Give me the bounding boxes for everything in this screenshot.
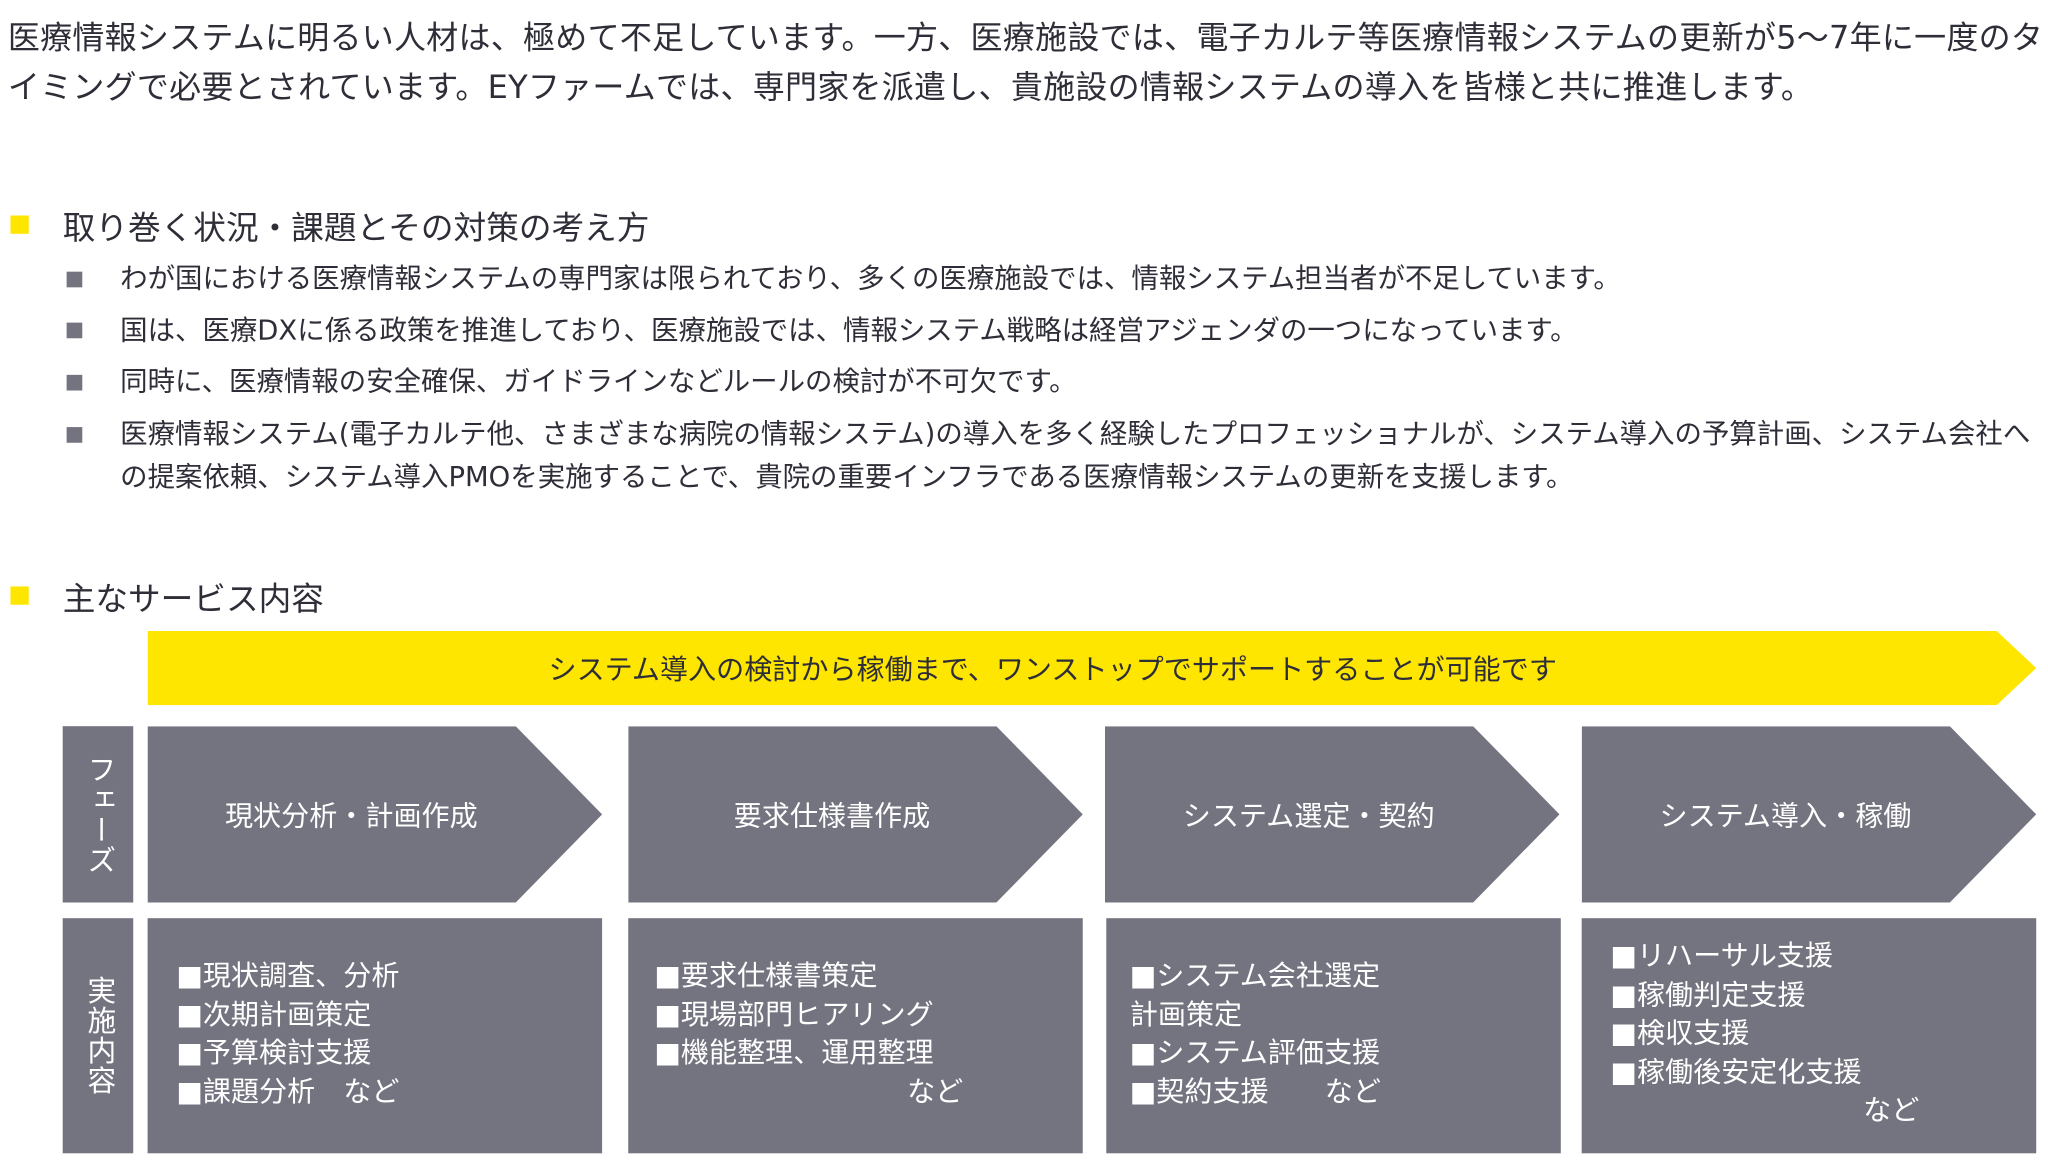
content-item: ■契約支援 など	[1129, 1075, 1381, 1109]
phase-title: 要求仕様書作成	[733, 800, 931, 834]
one-stop-banner-arrow: システム導入の検討から稼働まで、ワンストップでサポートすることが可能です	[147, 630, 2037, 706]
content-item: ■システム評価支援	[1129, 1037, 1381, 1070]
bullet-square-icon	[66, 322, 83, 339]
bullet-square-icon	[66, 427, 83, 443]
content-item: ■予算検討支援	[176, 1037, 372, 1070]
bullet-item: 医療情報システム(電子カルテ他、さまざまな病院の情報システム)の導入を多く経験し…	[120, 417, 2031, 493]
phase-row-label: フェーズ	[62, 726, 134, 903]
phase-chevron-2: 要求仕様書作成	[628, 726, 1083, 903]
content-box-2: ■要求仕様書策定 ■現場部門ヒアリング ■機能整理、運用整理 など	[628, 918, 1083, 1154]
content-box-1: ■現状調査、分析 ■次期計画策定 ■予算検討支援 ■課題分析 など	[147, 918, 603, 1154]
content-item: ■稼働後安定化支援	[1610, 1055, 1862, 1089]
bullet-item: 同時に、医療情報の安全確保、ガイドラインなどルールの検討が不可欠です。	[120, 365, 1077, 398]
phase-title: 現状分析・計画作成	[224, 800, 478, 834]
banner-text: システム導入の検討から稼働まで、ワンストップでサポートすることが可能です	[548, 654, 1557, 688]
phase-title: システム選定・契約	[1182, 800, 1435, 834]
phase-title: システム導入・稼働	[1659, 800, 1912, 834]
phase-chevron-1: 現状分析・計画作成	[147, 726, 603, 903]
content-item: など	[1610, 1094, 1920, 1128]
content-item: ■現場部門ヒアリング	[654, 998, 934, 1032]
content-item: ■現状調査、分析	[176, 959, 400, 993]
content-item: ■課題分析 など	[176, 1075, 400, 1109]
content-item: ■システム会社選定	[1129, 959, 1381, 993]
bullet-item: わが国における医療情報システムの専門家は限られており、多くの医療施設では、情報シ…	[120, 262, 1621, 294]
yellow-square-icon	[10, 215, 29, 234]
section-heading-situation: 取り巻く状況・課題とその対策の考え方	[62, 208, 650, 247]
bullet-item: 国は、医療DXに係る政策を推進しており、医療施設では、情報システム戦略は経営アジ…	[120, 314, 1578, 347]
bullet-square-icon	[66, 374, 83, 391]
content-item: ■検収支援	[1610, 1017, 1750, 1051]
content-row-label: 実施内容	[62, 918, 134, 1154]
content-item: ■要求仕様書策定	[654, 959, 878, 993]
bullet-square-icon	[66, 271, 83, 288]
content-box-4: ■リハーサル支援 ■稼働判定支援 ■検収支援 ■稼働後安定化支援 など	[1581, 918, 2037, 1154]
content-item: ■次期計画策定	[176, 998, 372, 1032]
content-item: ■稼働判定支援	[1610, 978, 1806, 1012]
section-heading-services: 主なサービス内容	[62, 579, 324, 618]
content-item: ■機能整理、運用整理	[654, 1037, 934, 1070]
phase-chevron-3: システム選定・契約	[1104, 726, 1560, 903]
content-box-3: ■システム会社選定 計画策定 ■システム評価支援 ■契約支援 など	[1106, 918, 1561, 1154]
yellow-square-icon	[10, 586, 29, 605]
content-item: など	[654, 1075, 964, 1109]
phase-chevron-4: システム導入・稼働	[1581, 726, 2037, 903]
content-item: ■リハーサル支援	[1610, 940, 1833, 974]
intro-paragraph: 医療情報システムに明るい人材は、極めて不足しています。一方、医療施設では、電子カ…	[7, 18, 2044, 106]
content-item: 計画策定	[1129, 998, 1243, 1032]
